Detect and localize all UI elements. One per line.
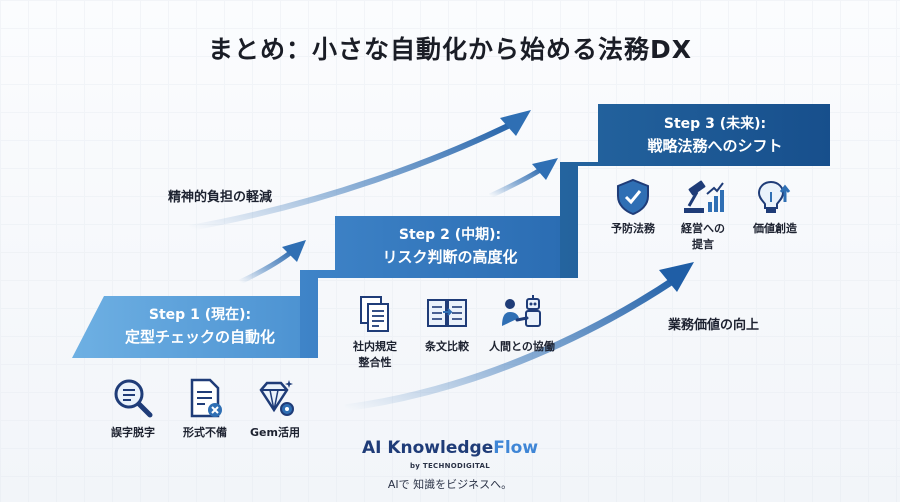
mental-relief-arrow-head	[500, 110, 531, 136]
feature-preventive-label: 予防法務	[611, 222, 655, 235]
feature-collab-label: 人間との協働	[489, 340, 555, 353]
magnifier-icon	[114, 379, 153, 418]
diamond-gear-icon	[259, 380, 294, 416]
small-arrow-step2	[238, 246, 298, 285]
feature-collab: 人間との協働	[480, 294, 564, 354]
feature-typo-label: 誤字脱字	[111, 426, 155, 439]
compare-book-icon	[427, 299, 467, 327]
brand-name-b: Flow	[493, 438, 539, 458]
step3-label: Step 3 (未来): 戦略法務へのシフト	[600, 113, 830, 156]
document-x-icon	[190, 378, 222, 418]
step1-label: Step 1 (現在): 定型チェックの自動化	[100, 304, 300, 347]
mental-relief-arrow	[189, 117, 522, 231]
documents-icon	[360, 296, 389, 332]
feature-compare-label: 条文比較	[425, 340, 469, 353]
step2-subtitle: リスク判断の高度化	[382, 248, 518, 266]
lightbulb-icon	[757, 180, 791, 213]
feature-advice: 経営への 提言	[668, 178, 738, 252]
feature-policy-label-2: 整合性	[358, 356, 392, 369]
feature-preventive: 予防法務	[598, 178, 668, 236]
brand-tagline: AIで 知識をビジネスへ。	[387, 478, 513, 491]
brand-byline: by TECHNODIGITAL	[409, 462, 491, 470]
shield-check-icon	[617, 178, 649, 216]
step1-block	[72, 296, 300, 358]
gavel-chart-icon	[684, 180, 724, 213]
feature-advice-label-2: 提言	[692, 238, 714, 251]
feature-gem-label: Gem活用	[250, 426, 300, 439]
feature-value: 価値創造	[740, 178, 810, 236]
step2-label: Step 2 (中期): リスク判断の高度化	[345, 224, 555, 267]
feature-format-label: 形式不備	[183, 426, 227, 439]
brand-logo: AI KnowledgeFlow	[0, 438, 900, 458]
mental-relief-callout: 精神的負担の軽減	[168, 190, 273, 205]
brand-name-a: AI Knowledge	[361, 438, 494, 458]
small-arrow-step3-head	[532, 158, 558, 180]
feature-compare: 条文比較	[410, 294, 484, 354]
value-growth-arrow	[344, 273, 682, 412]
feature-typo: 誤字脱字	[98, 376, 168, 440]
feature-value-label: 価値創造	[753, 222, 797, 235]
step3-heading: Step 3 (未来):	[663, 116, 767, 132]
feature-policy: 社内規定 整合性	[340, 294, 410, 370]
feature-gem: Gem活用	[240, 376, 310, 440]
step3-subtitle: 戦略法務へのシフト	[647, 137, 783, 155]
step1-subtitle: 定型チェックの自動化	[124, 328, 275, 346]
step2-heading: Step 2 (中期):	[398, 227, 502, 243]
feature-policy-label: 社内規定	[353, 340, 397, 353]
step1-heading: Step 1 (現在):	[148, 307, 252, 323]
value-growth-callout: 業務価値の向上	[668, 318, 760, 333]
value-growth-arrow-head	[659, 262, 694, 292]
step3-block	[560, 104, 830, 278]
page-title: まとめ：小さな自動化から始める法務DX	[207, 35, 693, 64]
robot-handshake-icon	[502, 295, 541, 327]
step2-block	[300, 216, 560, 358]
feature-format: 形式不備	[170, 376, 240, 440]
feature-advice-label: 経営への	[681, 222, 725, 235]
small-arrow-step2-head	[282, 240, 306, 262]
small-arrow-step3	[488, 163, 548, 199]
